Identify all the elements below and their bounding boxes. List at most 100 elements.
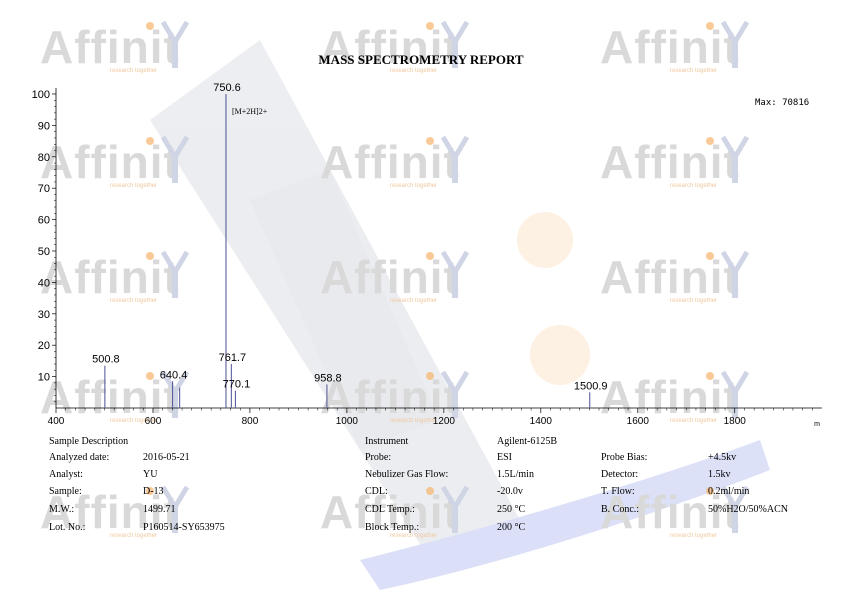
watermark-word: Affinit [40, 371, 180, 423]
watermark-antibody-icon [440, 20, 470, 68]
peak-annotation: [M+2H]2+ [232, 107, 268, 116]
watermark-tagline: research together [670, 298, 718, 304]
peak-label: 1500.9 [574, 380, 608, 392]
t-flow-label: T. Flow: [601, 486, 635, 497]
y-tick-label: 20 [38, 340, 50, 352]
watermark-dot-icon [146, 22, 154, 30]
cdl-value: -20.0v [497, 486, 523, 497]
watermark-dot-icon [706, 252, 714, 260]
y-tick-label: 10 [38, 372, 50, 384]
lot-no-label: Lot. No.: [49, 522, 86, 533]
watermark-dot-icon [426, 137, 434, 145]
sample-label: Sample: [49, 486, 82, 497]
watermark-antibody-icon [720, 370, 750, 418]
watermark-word: Affinit [600, 486, 740, 538]
watermark-word: Affinit [40, 21, 180, 73]
watermark-antibody-icon [720, 135, 750, 183]
watermark-tagline: research together [670, 418, 718, 424]
watermark-dot-icon [146, 372, 154, 380]
watermark-tagline: research together [670, 533, 718, 539]
probe-bias-label: Probe Bias: [601, 452, 648, 463]
analyst-value: YU [143, 469, 158, 480]
watermark-word: Affinit [40, 136, 180, 188]
watermark-tagline: research together [390, 68, 438, 74]
mw-value: 1499.71 [143, 504, 176, 515]
watermark-tagline: research together [670, 68, 718, 74]
watermark-tagline: research together [390, 533, 438, 539]
peak-label: 640.4 [160, 369, 188, 381]
y-tick-label: 50 [38, 246, 50, 258]
cdl-label: CDL: [365, 486, 388, 497]
x-tick-label: 1600 [627, 416, 650, 427]
watermark-word: Affinit [320, 21, 460, 73]
watermark-antibody-icon [720, 20, 750, 68]
watermark-tagline: research together [670, 183, 718, 189]
y-tick-label: 40 [38, 277, 50, 289]
watermark-word: Affinit [320, 486, 460, 538]
probe-label: Probe: [365, 452, 392, 463]
watermark-dot-icon [146, 487, 154, 495]
instrument-label: Instrument [365, 436, 409, 447]
probe-bias-value: +4.5kv [708, 452, 737, 463]
detector-value: 1.5kv [708, 469, 731, 480]
watermark-dot-icon [426, 252, 434, 260]
watermark-tagline: research together [390, 418, 438, 424]
chart-axes [52, 88, 822, 413]
peak-label: 770.1 [223, 379, 251, 391]
chart-peaks [104, 94, 591, 408]
watermark-tagline: research together [110, 183, 158, 189]
watermark-antibody-icon [160, 135, 190, 183]
watermark-antibody-icon [440, 485, 470, 533]
sample-value: D-13 [143, 486, 164, 497]
watermark-dot-icon [706, 487, 714, 495]
watermark-word: Affinit [600, 136, 740, 188]
watermark-word: Affinit [40, 486, 180, 538]
sample-description-heading: Sample Description [49, 436, 129, 447]
watermark-word: Affinit [320, 251, 460, 303]
x-tick-label: 1200 [433, 416, 456, 427]
watermark-dot-icon [706, 137, 714, 145]
watermark-antibody-icon [440, 135, 470, 183]
watermark-antibody-icon [720, 250, 750, 298]
watermark-antibody-icon [720, 485, 750, 533]
watermark-tagline: research together [390, 183, 438, 189]
y-tick-label: 100 [32, 89, 50, 101]
block-temp-value: 200 °C [497, 522, 526, 533]
probe-value: ESI [497, 452, 512, 463]
watermark-tagline: research together [110, 418, 158, 424]
watermark-antibody-icon [440, 250, 470, 298]
watermark-tagline: research together [110, 298, 158, 304]
watermark-word: Affinit [600, 371, 740, 423]
watermark-word: Affinit [600, 251, 740, 303]
t-flow-value: 0.2ml/min [708, 486, 750, 497]
lot-no-value: P160514-SY653975 [143, 522, 225, 533]
x-tick-label: 400 [48, 416, 65, 427]
watermark-tagline: research together [390, 298, 438, 304]
nebulizer-gas-flow-label: Nebulizer Gas Flow: [365, 469, 449, 480]
watermark-dot-icon [426, 487, 434, 495]
x-tick-label: 800 [242, 416, 259, 427]
watermark-antibody-icon [160, 370, 190, 418]
watermark-dot-icon [146, 252, 154, 260]
y-tick-label: 80 [38, 152, 50, 164]
nebulizer-gas-flow-value: 1.5L/min [497, 469, 534, 480]
peak-label: 500.8 [92, 354, 120, 366]
analyzed-date-label: Analyzed date: [49, 452, 110, 463]
watermark-tagline: research together [110, 533, 158, 539]
b-conc-value: 50%H2O/50%ACN [708, 504, 788, 515]
detector-label: Detector: [601, 469, 639, 480]
